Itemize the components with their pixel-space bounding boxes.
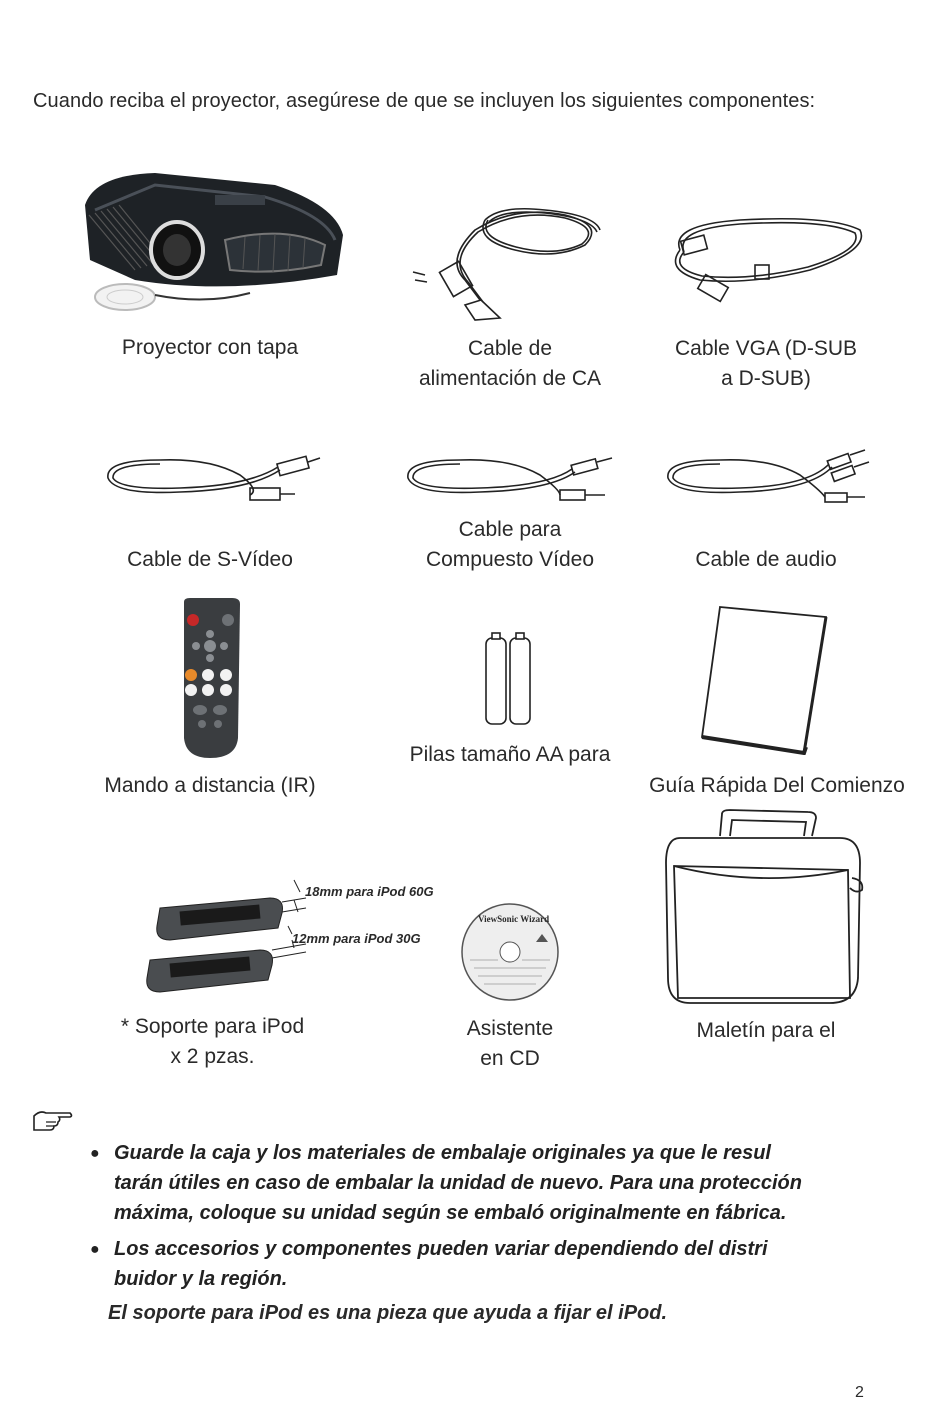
audio-cable-caption: Cable de audio xyxy=(695,548,837,571)
svideo-cable-illustration xyxy=(107,455,321,501)
composite-cable-caption: Cable para Compuesto Vídeo xyxy=(425,518,595,571)
quick-guide-illustration xyxy=(700,606,828,755)
notes-list: ● Guarde la caja y los materiales de emb… xyxy=(90,1138,910,1300)
svideo-cable-caption: Cable de S-Vídeo xyxy=(127,548,293,571)
ipod-note: El soporte para iPod es una pieza que ay… xyxy=(108,1302,668,1324)
note-bullet-1: ● Guarde la caja y los materiales de emb… xyxy=(90,1138,910,1228)
power-cable-caption: Cable de alimentación de CA xyxy=(418,337,602,390)
page-number: 2 xyxy=(855,1384,864,1401)
bullet-dot: ● xyxy=(90,1241,100,1258)
intro-text: Cuando reciba el proyector, asegúrese de… xyxy=(33,90,816,112)
remote-caption: Mando a distancia (IR) xyxy=(104,774,316,797)
dim-label-30g: 12mm para iPod 30G xyxy=(292,931,421,946)
cd-illustration xyxy=(461,903,559,1001)
remote-control-illustration xyxy=(184,598,240,758)
projector-caption: Proyector con tapa xyxy=(121,336,299,359)
vga-cable-caption: Cable VGA (D-SUB a D-SUB) xyxy=(674,337,858,390)
batteries-illustration xyxy=(485,632,531,725)
audio-cable-illustration xyxy=(667,449,870,503)
pointing-hand-icon xyxy=(33,1111,73,1131)
composite-cable-illustration xyxy=(407,457,613,501)
vga-cable-illustration xyxy=(674,217,863,303)
bullet-dot: ● xyxy=(90,1145,100,1162)
projector-illustration xyxy=(85,173,343,311)
dim-arrows-icon xyxy=(287,879,301,948)
carry-bag-caption: Maletín para el xyxy=(696,1019,836,1042)
ipod-dock-caption: * Soporte para iPod x 2 pzas. xyxy=(120,1015,305,1068)
carry-bag-illustration xyxy=(665,809,864,1004)
quick-guide-caption: Guía Rápida Del Comienzo xyxy=(649,774,905,797)
dim-label-60g: 18mm para iPod 60G xyxy=(305,884,434,899)
batteries-caption: Pilas tamaño AA para xyxy=(409,743,611,766)
note-bullet-2: ● Los accesorios y componentes pueden va… xyxy=(90,1234,910,1294)
power-cable-illustration xyxy=(412,207,601,321)
ipod-dock-illustration xyxy=(146,897,307,993)
cd-caption: Asistente en CD xyxy=(466,1017,554,1070)
cd-disc-label: ViewSonic Wizard xyxy=(478,914,550,924)
